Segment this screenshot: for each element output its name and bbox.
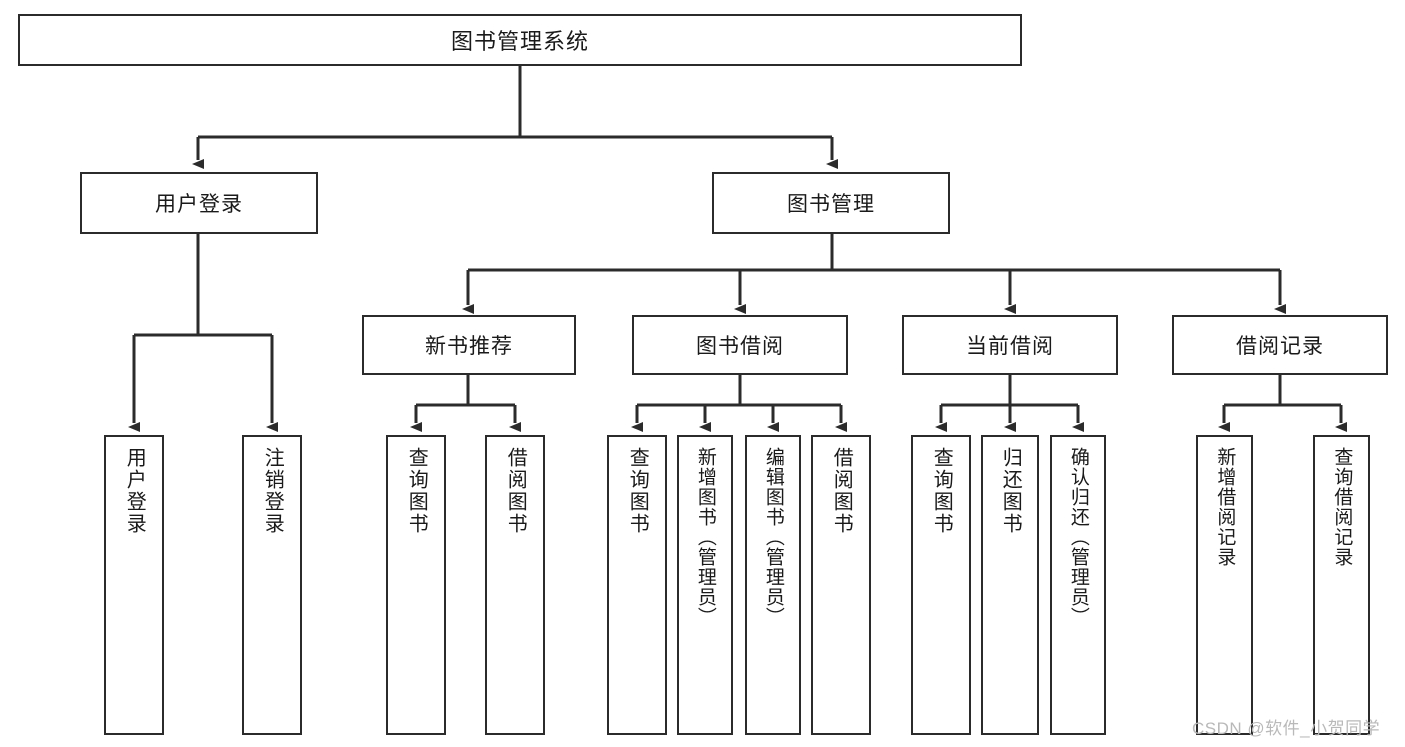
- leaf-record-query-borrow-record[interactable]: 查询借阅记录: [1313, 435, 1370, 735]
- leaf-current-return-book[interactable]: 归还图书: [981, 435, 1039, 735]
- node-current-borrow-label: 当前借阅: [966, 335, 1054, 358]
- leaf-current-query-book[interactable]: 查询图书: [911, 435, 971, 735]
- leaf-recommend-query-book[interactable]: 查询图书: [386, 435, 446, 735]
- leaf-user-login-login[interactable]: 用户登录: [104, 435, 164, 735]
- node-new-book-recommend[interactable]: 新书推荐: [362, 315, 576, 375]
- leaf-label: 查询图书: [930, 447, 953, 535]
- node-root-label: 图书管理系统: [450, 29, 589, 54]
- leaf-label: 用户登录: [123, 447, 146, 535]
- leaf-label: 确认归还（管理员）: [1067, 447, 1089, 627]
- leaf-label: 借阅图书: [830, 447, 853, 535]
- leaf-label: 归还图书: [999, 447, 1022, 535]
- leaf-borrow-borrow-book[interactable]: 借阅图书: [811, 435, 871, 735]
- leaf-borrow-add-book-admin[interactable]: 新增图书（管理员）: [677, 435, 733, 735]
- node-borrow-record-label: 借阅记录: [1236, 335, 1324, 358]
- csdn-watermark: CSDN @软件_小贺同学: [1192, 719, 1381, 738]
- node-user-login-label: 用户登录: [155, 193, 243, 216]
- node-user-login[interactable]: 用户登录: [80, 172, 318, 234]
- node-book-management[interactable]: 图书管理: [712, 172, 950, 234]
- leaf-user-login-logout[interactable]: 注销登录: [242, 435, 302, 735]
- node-borrow-record[interactable]: 借阅记录: [1172, 315, 1388, 375]
- node-current-borrow[interactable]: 当前借阅: [902, 315, 1118, 375]
- leaf-label: 新增图书（管理员）: [694, 447, 716, 627]
- leaf-label: 借阅图书: [504, 447, 527, 535]
- leaf-borrow-edit-book-admin[interactable]: 编辑图书（管理员）: [745, 435, 801, 735]
- node-book-borrow-label: 图书借阅: [696, 335, 784, 358]
- leaf-label: 新增借阅记录: [1214, 447, 1236, 567]
- node-new-book-recommend-label: 新书推荐: [425, 335, 513, 358]
- leaf-label: 查询借阅记录: [1331, 447, 1353, 567]
- leaf-borrow-query-book[interactable]: 查询图书: [607, 435, 667, 735]
- leaf-label: 查询图书: [405, 447, 428, 535]
- leaf-recommend-borrow-book[interactable]: 借阅图书: [485, 435, 545, 735]
- leaf-label: 查询图书: [626, 447, 649, 535]
- node-book-borrow[interactable]: 图书借阅: [632, 315, 848, 375]
- node-root[interactable]: 图书管理系统: [18, 14, 1022, 66]
- leaf-record-add-borrow-record[interactable]: 新增借阅记录: [1196, 435, 1253, 735]
- leaf-label: 注销登录: [261, 447, 284, 535]
- leaf-current-confirm-return-admin[interactable]: 确认归还（管理员）: [1050, 435, 1106, 735]
- leaf-label: 编辑图书（管理员）: [762, 447, 784, 627]
- node-book-management-label: 图书管理: [787, 193, 875, 216]
